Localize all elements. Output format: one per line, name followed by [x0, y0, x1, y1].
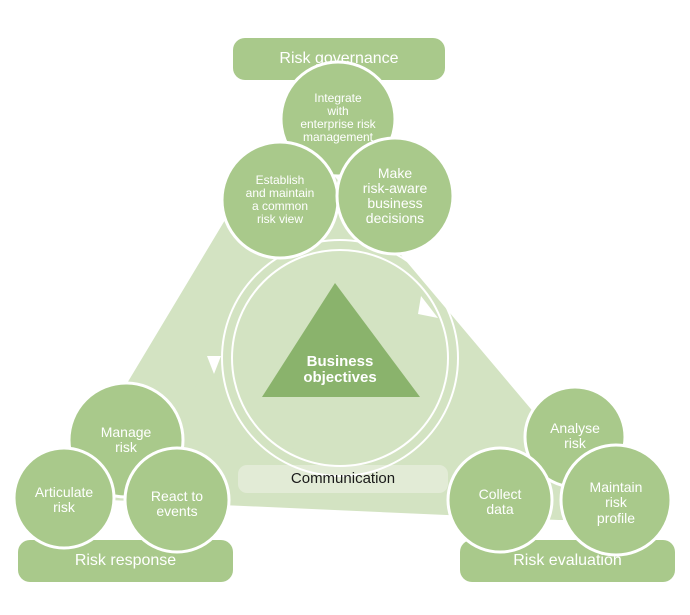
- react-circle: [123, 446, 231, 554]
- articulate-circle: [12, 446, 116, 550]
- analyse-label: Analyse risk: [550, 419, 600, 451]
- decisions-label: Make risk-aware business decisions: [362, 164, 428, 227]
- risk-response-label: Risk response: [74, 552, 177, 570]
- integrate-label: Integrate with enterprise risk managemen…: [300, 91, 376, 144]
- risk-evaluation-label: Risk evaluation: [513, 552, 622, 570]
- collect-label: Collect data: [478, 485, 522, 517]
- maintain-circle: [559, 443, 673, 557]
- communication-bar: [238, 465, 448, 493]
- communication-label: Communication: [290, 469, 396, 487]
- arrow-head-left: [207, 356, 221, 374]
- business-objectives-label: Business objectives: [303, 352, 377, 386]
- arrow-head-top-right: [418, 296, 438, 318]
- decisions-circle: [335, 136, 455, 256]
- risk-governance-label: Risk governance: [279, 50, 399, 68]
- maintain-label: Maintain risk profile: [589, 479, 643, 526]
- business-objectives-triangle: [262, 283, 420, 397]
- risk-governance-bar: [233, 38, 445, 80]
- collect-circle: [446, 446, 554, 554]
- manage-label: Manage risk: [100, 423, 152, 455]
- establish-label: Establish and maintain a common risk vie…: [245, 173, 315, 226]
- react-label: React to events: [150, 487, 204, 519]
- articulate-label: Articulate risk: [34, 483, 94, 515]
- cycle-arrows: [221, 239, 459, 477]
